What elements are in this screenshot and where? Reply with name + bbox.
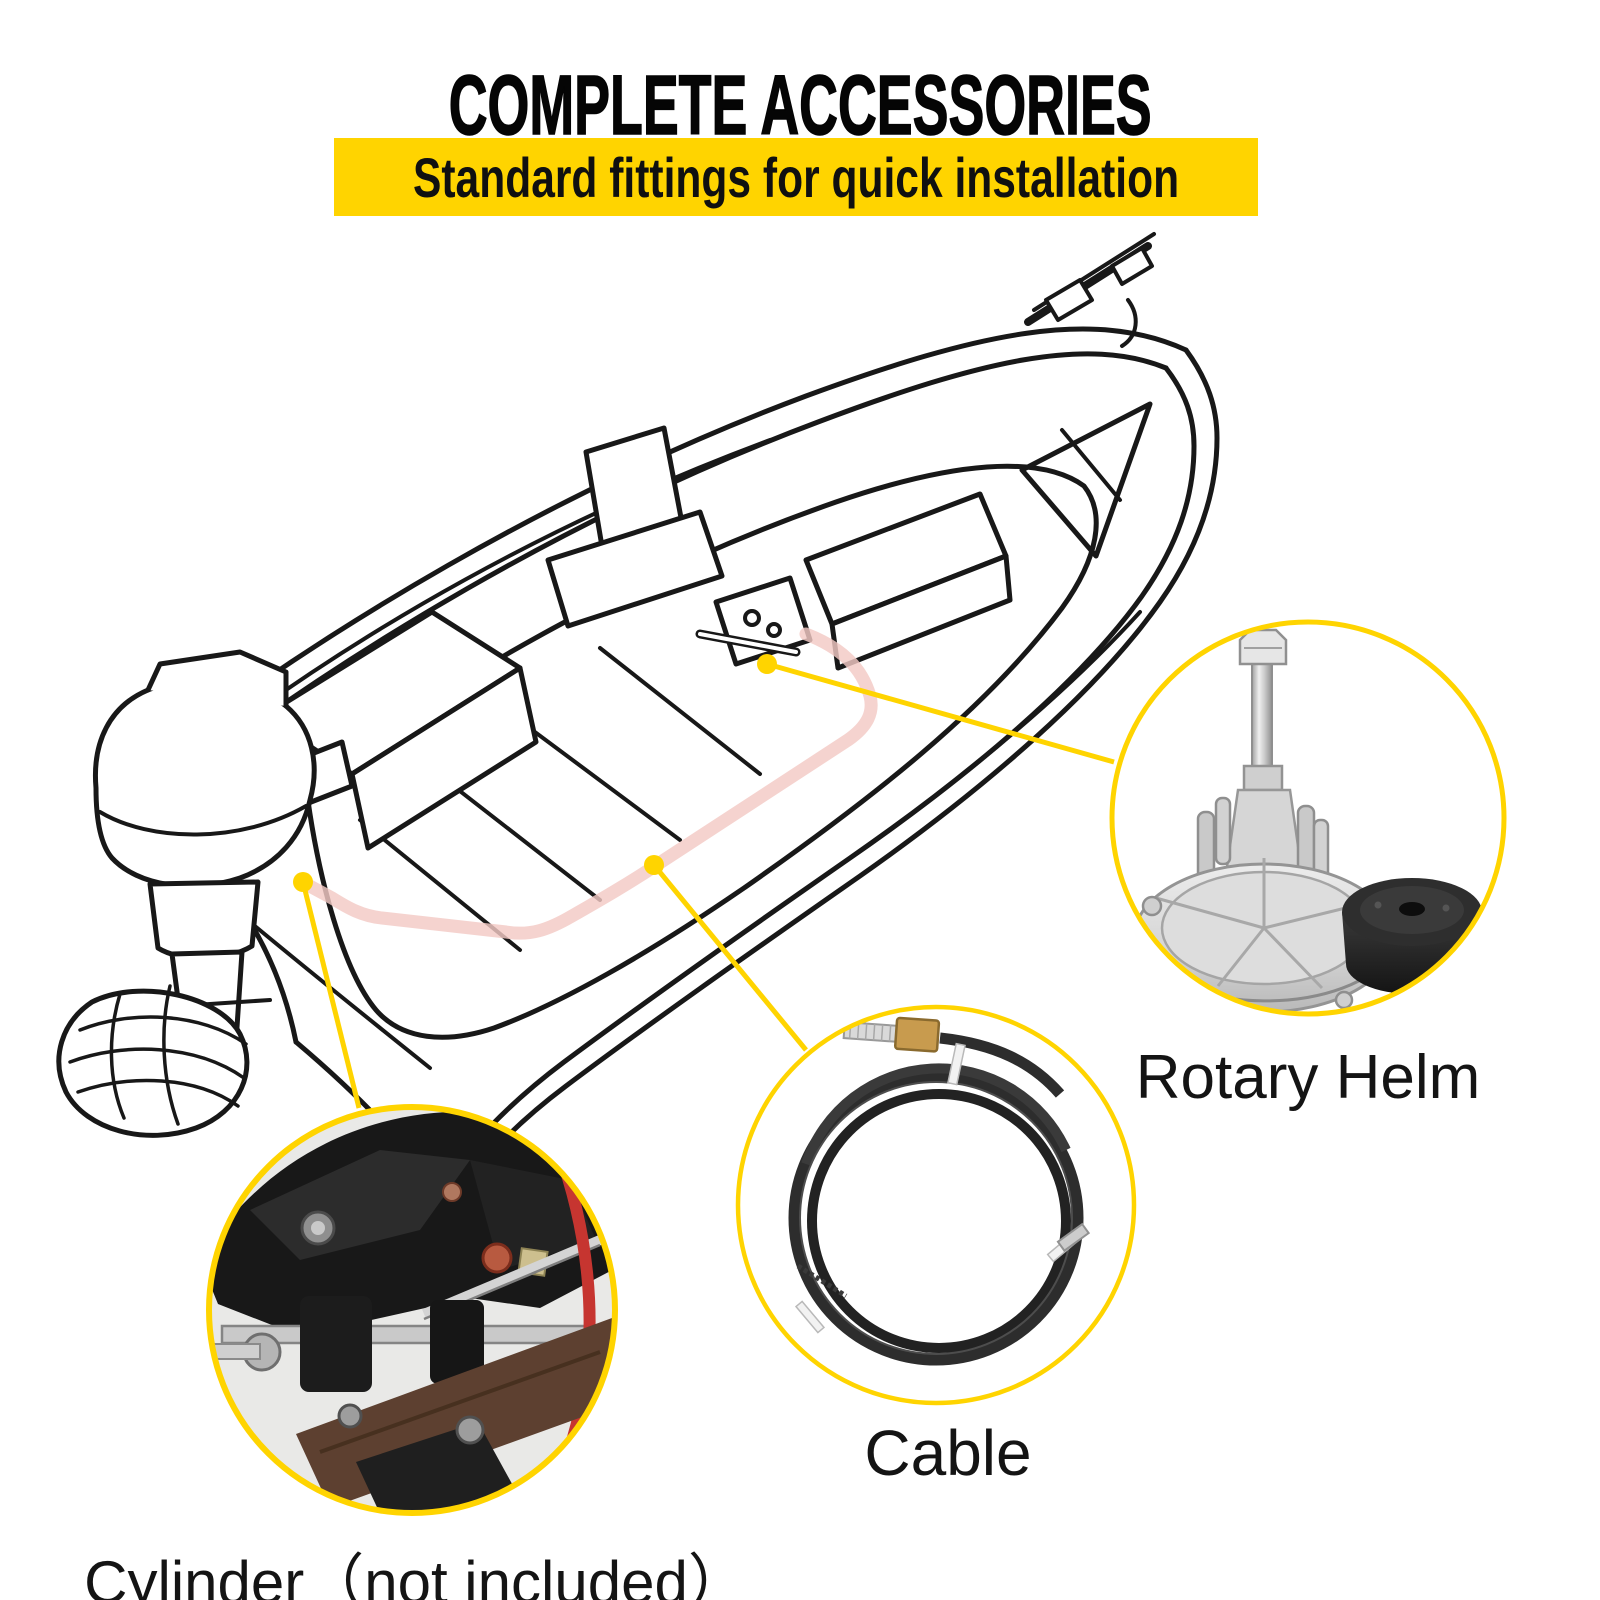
leader-line-cable — [652, 863, 808, 1052]
cable-label: Cable — [864, 1417, 1032, 1489]
cylinder-label: Cylinder（not included） — [84, 1549, 748, 1600]
dot-cylinder-location — [293, 872, 313, 892]
page-title: COMPLETE ACCESSORIES — [448, 58, 1152, 152]
rotary-helm-label: Rotary Helm — [1135, 1043, 1481, 1112]
rotary-helm-callout-circle — [1109, 619, 1507, 1017]
outboard-motor-sketch — [56, 649, 355, 1138]
rotary-helm-photo — [1132, 628, 1482, 1014]
cable-callout-circle — [735, 1004, 1137, 1406]
subtitle-banner: Standard fittings for quick installation — [334, 138, 1258, 216]
boat-line-drawing — [56, 232, 1220, 1209]
cable-photo — [788, 1016, 1091, 1366]
cylinder-photo — [209, 1107, 615, 1513]
helm-mount-sketch — [695, 575, 813, 667]
subtitle-banner-text: Standard fittings for quick installation — [412, 145, 1180, 209]
leader-line-cylinder — [300, 881, 362, 1109]
steering-cable-route — [299, 627, 878, 940]
callout-dots — [293, 654, 777, 892]
dot-helm-location — [757, 654, 777, 674]
callout-leaders — [300, 661, 1115, 1109]
dot-cable-location — [644, 855, 664, 875]
leader-line-helm — [766, 661, 1115, 765]
cylinder-callout-circle — [206, 1104, 618, 1516]
